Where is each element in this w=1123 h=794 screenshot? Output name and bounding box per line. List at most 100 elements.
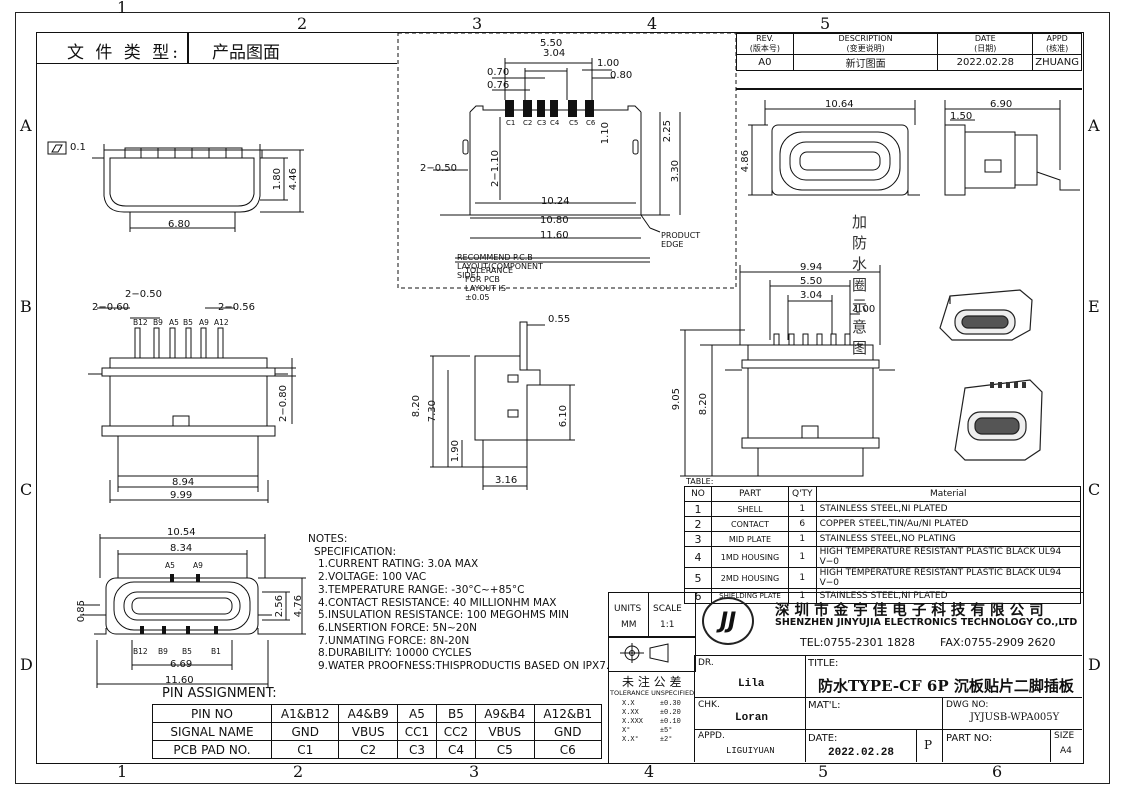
dim-back-9-94: 9.94 [800, 262, 823, 273]
bot-pin-b12: B12 [133, 647, 148, 656]
dim-front-8-94: 8.94 [172, 477, 195, 488]
parts-part: 2MD HOUSING [711, 567, 789, 589]
parts-h-material: Material [815, 486, 1082, 502]
tol-key: X.X [622, 700, 635, 708]
tol-key: X° [622, 727, 631, 735]
dim-0-80: 0.80 [610, 70, 633, 81]
dr-value: Lila [738, 678, 765, 690]
pa-cell: SIGNAL NAME [152, 722, 272, 741]
pa-cell: GND [270, 722, 340, 741]
dim-side-8-20: 8.20 [411, 395, 422, 418]
note-item: 2.VOLTAGE: 100 VAC [318, 571, 427, 584]
company-logo: JJ [702, 597, 754, 645]
zone-row-b: B [20, 297, 32, 316]
pa-cell: A4&B9 [338, 704, 398, 723]
doc-type-value: 产品图面 [212, 43, 280, 63]
parts-no: 2 [684, 516, 712, 532]
scale-value: 1:1 [660, 620, 675, 630]
zone-row-d-right: D [1088, 655, 1101, 674]
front-pin-a5: A5 [169, 318, 179, 327]
rev-header: REV. [756, 34, 774, 43]
zone-row-c-right: C [1088, 480, 1101, 499]
dim-side-6-10: 6.10 [558, 405, 569, 428]
appd-value: ZHUANG [1032, 54, 1082, 71]
tol-val: ±0.30 [659, 700, 681, 708]
front-pin-b12: B12 [133, 318, 148, 327]
dim-1-00: 1.00 [597, 58, 620, 69]
notes-block: NOTES: SPECIFICATION: 1.CURRENT RATING: … [308, 533, 609, 673]
bot-pin-b1: B1 [211, 647, 221, 656]
size-value: A4 [1060, 746, 1072, 756]
matl-label: MAT'L: [808, 700, 841, 711]
notes-sub: SPECIFICATION: [314, 545, 397, 558]
parts-h-no: NO [684, 486, 712, 502]
desc-header: DESCRIPTION [838, 34, 893, 43]
note-item: 3.TEMPERATURE RANGE: -30°C~+85°C [318, 583, 525, 596]
dim-top-6-80: 6.80 [168, 219, 191, 230]
front-pin-b9: B9 [153, 318, 163, 327]
dim-2x0-50: 2−0.50 [420, 163, 458, 174]
date-header-cn: (日期) [974, 44, 997, 53]
side-view [430, 321, 575, 490]
drawing-title: 防水TYPE-CF 6P 沉板贴片二脚插板 [818, 677, 1074, 695]
projection-symbol [620, 643, 669, 663]
dim-back-9-05: 9.05 [671, 388, 682, 411]
outer-frame [15, 12, 1110, 784]
note-item: 8.DURABILITY: 10000 CYCLES [318, 647, 472, 660]
iso-view-1 [939, 289, 1033, 341]
front-pins [134, 327, 224, 359]
pin-c1: C1 [506, 119, 516, 127]
dwg-label: DWG NO: [946, 700, 989, 710]
parts-part: SHELL [711, 501, 789, 517]
zone-col-5: 5 [818, 762, 829, 781]
dim-bot-8-34: 8.34 [170, 543, 193, 554]
bottom-view [80, 534, 306, 688]
front-pin-b5: B5 [183, 318, 193, 327]
front-pin-a12: A12 [214, 318, 229, 327]
pa-cell: CC2 [435, 722, 477, 741]
dim-seal-1-50: 1.50 [950, 111, 973, 122]
pa-cell: C5 [475, 740, 535, 759]
pa-cell: A9&B4 [475, 704, 535, 723]
bot-pin-a9: A9 [193, 561, 203, 570]
pa-cell: C3 [396, 740, 437, 759]
front-pin-a9: A9 [199, 318, 209, 327]
dim-top-1-80: 1.80 [272, 168, 283, 191]
dim-11-60: 11.60 [540, 230, 569, 241]
pin-c4: C4 [550, 119, 560, 127]
dim-0-70: 0.70 [487, 67, 510, 78]
pcb-layout-box [397, 32, 737, 289]
company-fax: FAX:0755-2909 2620 [940, 636, 1056, 649]
note-item: 9.WATER PROOFNESS:THISPRODUCTIS BASED ON… [318, 660, 610, 673]
company-en: SHENZHEN JINYUJIA ELECTRONICS TECHNOLOGY… [775, 617, 1078, 628]
dim-back-3-04: 3.04 [800, 290, 823, 301]
parts-qty: 1 [788, 546, 817, 568]
dim-bot-4-76: 4.76 [293, 595, 304, 618]
dim-front-2x0-80: 2−0.80 [278, 385, 289, 423]
pa-cell: VBUS [475, 722, 535, 741]
parts-h-part: PART [711, 486, 789, 502]
company-cn: 深 圳 市 金 宇 佳 电 子 科 技 有 限 公 司 [775, 602, 1044, 619]
parts-no: 5 [684, 567, 712, 589]
dim-bot-10-54: 10.54 [167, 527, 196, 538]
parts-qty: 1 [788, 531, 817, 547]
tol-key: X.X° [622, 736, 639, 744]
pa-cell: C2 [338, 740, 398, 759]
appd-value: LIGUIYUAN [726, 746, 775, 756]
desc-value: 新订图面 [792, 54, 939, 71]
page-p: P [924, 738, 933, 752]
tol-key: X.XXX [622, 718, 644, 726]
pin-c3: C3 [537, 119, 547, 127]
dim-back-8-20: 8.20 [698, 393, 709, 416]
pin-c5: C5 [569, 119, 579, 127]
dim-seal-4-86: 4.86 [740, 150, 751, 173]
pa-cell: A12&B1 [533, 704, 603, 723]
date-value: 2022.02.28 [937, 54, 1034, 71]
dim-side-7-30: 7.30 [427, 400, 438, 423]
pin-c2: C2 [523, 119, 533, 127]
zone-col-4: 4 [644, 762, 655, 781]
units-label: UNITS [614, 604, 642, 614]
